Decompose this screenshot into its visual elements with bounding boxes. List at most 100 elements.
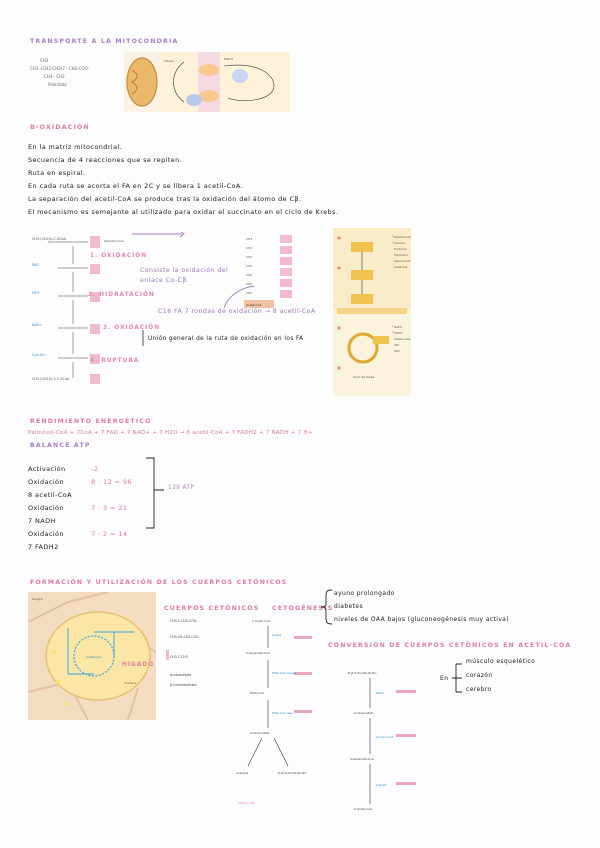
step-rupture: 4. ruptura bbox=[90, 358, 140, 364]
text-line: El mecanismo es semejante al utilizado p… bbox=[28, 208, 339, 216]
text-line: En la matriz mitocondrial. bbox=[28, 143, 123, 151]
svg-text:tiolasa: tiolasa bbox=[272, 633, 282, 637]
svg-text:D-β-hidroxibutirato: D-β-hidroxibutirato bbox=[278, 771, 307, 775]
balance-label: Oxidación bbox=[28, 530, 64, 538]
svg-text:Enoil-CoA: Enoil-CoA bbox=[394, 247, 407, 251]
balance-bracket bbox=[146, 457, 164, 529]
text-line: Secuencia de 4 reacciones que se repiten… bbox=[28, 156, 183, 164]
balance-row: Activación -2 bbox=[28, 456, 132, 473]
step-oxidation-1: 1. oxidación bbox=[90, 253, 148, 259]
atp-total: 129 ATP bbox=[168, 485, 195, 491]
balance-row: Oxidación 8 · 12 = 96 bbox=[28, 469, 132, 486]
svg-text:FAD: FAD bbox=[32, 263, 39, 267]
svg-text:CH3-(CH2)n-2-C-SCoA: CH3-(CH2)n-2-C-SCoA bbox=[32, 377, 70, 381]
balance-row: 7 FADH2 bbox=[28, 534, 132, 551]
curved-arrow bbox=[223, 285, 255, 309]
svg-text:CH3-C-CH3: CH3-C-CH3 bbox=[170, 655, 188, 659]
svg-text:Citosol: Citosol bbox=[164, 59, 174, 63]
svg-text:CH3-CH-CH2-COO-: CH3-CH-CH2-COO- bbox=[170, 635, 200, 639]
ketogenesis-pathway: 2 Acetil-CoA Acetoacetil-CoA HMG-CoA Ace… bbox=[236, 619, 312, 805]
label-cetogenesis: cetogénesis bbox=[272, 605, 334, 612]
section-title-cetonicos: formación y utilización de los cuerpos c… bbox=[30, 579, 288, 586]
svg-text:NAD+: NAD+ bbox=[32, 323, 42, 327]
balance-row: 8 acetil-CoA bbox=[28, 482, 132, 499]
svg-text:2 Acetil-CoA: 2 Acetil-CoA bbox=[252, 619, 271, 623]
svg-text:Hidroxiacil: Hidroxiacil bbox=[394, 253, 408, 257]
balance-row: 7 NADH bbox=[28, 508, 132, 525]
section-title-beta: β-oxidación bbox=[30, 124, 90, 131]
svg-text:CH3: CH3 bbox=[246, 237, 252, 241]
balance-value: -2 bbox=[91, 465, 99, 473]
svg-text:HMG-CoA liasa: HMG-CoA liasa bbox=[272, 711, 293, 715]
svg-text:2 Acetil-CoA: 2 Acetil-CoA bbox=[354, 807, 373, 811]
balance-label: Activación bbox=[28, 465, 66, 473]
formula-line: CH3 - CH2 bbox=[44, 74, 65, 79]
energy-equation: Palmitoil-CoA + 7CoA + 7 FAD + 7 NAD+ + … bbox=[28, 430, 313, 436]
tissue-item: corazón bbox=[466, 672, 493, 679]
note-rounds: C16 FA 7 rondas de oxidación → 8 acetil-… bbox=[158, 308, 316, 315]
svg-text:HMG-CoA: HMG-CoA bbox=[250, 691, 265, 695]
svg-text:CH2: CH2 bbox=[246, 264, 252, 268]
svg-text:Cadena resp.: Cadena resp. bbox=[394, 337, 411, 341]
note-general-route: Unión general de la ruta de oxidación en… bbox=[148, 336, 304, 342]
svg-text:H2O: H2O bbox=[32, 291, 40, 295]
svg-text:β-hidroxibutirato: β-hidroxibutirato bbox=[170, 683, 197, 687]
balance-value: 7 · 2 = 14 bbox=[91, 530, 128, 538]
tissue-prefix: En bbox=[440, 675, 449, 682]
svg-text:CoA-SH: CoA-SH bbox=[376, 783, 386, 787]
svg-text:NADH: NADH bbox=[394, 325, 402, 329]
balance-label: Oxidación bbox=[28, 504, 64, 512]
balance-value: 8 · 12 = 96 bbox=[91, 478, 132, 486]
bracket-mark bbox=[142, 330, 144, 346]
condition-item: diabetes bbox=[334, 603, 364, 610]
svg-text:Acetoacetato: Acetoacetato bbox=[354, 711, 374, 715]
atp-balance-list: Activación -2 Oxidación 8 · 12 = 96 8 ac… bbox=[28, 456, 132, 551]
svg-text:Acetoacetil-CoA: Acetoacetil-CoA bbox=[246, 651, 271, 655]
oxidation-pathway-figure: Ciclo de Krebs bbox=[333, 228, 411, 396]
svg-text:D-β-hidroxibutirato: D-β-hidroxibutirato bbox=[348, 671, 377, 675]
section-title-rendimiento: rendimiento energético bbox=[30, 418, 152, 425]
beta-oxidation-reaction-diagram: CH3-(CH2)n-C-SCoA FAD H2O NAD+ CoA-SH CH… bbox=[32, 236, 125, 384]
svg-text:Acetil-CoA: Acetil-CoA bbox=[86, 655, 102, 659]
conversion-title: conversión de cuerpos cetónicos en aceti… bbox=[328, 642, 572, 649]
svg-text:NAD+: NAD+ bbox=[376, 691, 385, 695]
svg-text:HMG-CoA sintasa: HMG-CoA sintasa bbox=[272, 671, 296, 675]
balance-value: 7 · 3 = 21 bbox=[91, 504, 128, 512]
formula-line: CH3 bbox=[40, 58, 49, 63]
beta-description: En la matriz mitocondrial. Secuencia de … bbox=[28, 143, 338, 221]
palmitate-formula: CH3 CH3 -(CH2-CH2)7 - CH2-COO- CH3 - CH2… bbox=[30, 58, 89, 87]
svg-text:CH3-C-CH3: CH3-C-CH3 bbox=[238, 801, 255, 805]
text-line: La separación del acetil-CoA se produce … bbox=[28, 195, 302, 203]
svg-text:Palmitoil-CoA: Palmitoil-CoA bbox=[394, 235, 411, 239]
ketone-bodies-structures: CH3-C-CH2-COO- CH3-CH-CH2-COO- CH3-C-CH3… bbox=[166, 619, 200, 687]
svg-text:H2O: H2O bbox=[394, 349, 400, 353]
condition-item: niveles de OAA bajos (gluconeogénesis mu… bbox=[334, 616, 510, 623]
svg-text:CoA-SH: CoA-SH bbox=[32, 353, 45, 357]
balance-row: Oxidación 7 · 3 = 21 bbox=[28, 495, 132, 512]
text-line: En cada ruta se acorta el FA en 2C y se … bbox=[28, 182, 244, 190]
mitochondrion-shape bbox=[126, 57, 158, 107]
svg-text:Sangre: Sangre bbox=[32, 597, 43, 601]
svg-text:Matriz: Matriz bbox=[224, 57, 234, 61]
text-line: Ruta en espiral. bbox=[28, 169, 86, 177]
svg-text:CH2: CH2 bbox=[246, 255, 252, 259]
svg-text:CH2: CH2 bbox=[246, 291, 252, 295]
svg-text:Cetoacil-CoA: Cetoacil-CoA bbox=[394, 259, 411, 263]
tissue-list: músculo esquelético corazón cerebro bbox=[466, 658, 535, 700]
svg-text:Succinil-CoA: Succinil-CoA bbox=[376, 735, 393, 739]
formula-line: Palmitato bbox=[48, 82, 67, 87]
svg-text:FADH2: FADH2 bbox=[394, 331, 403, 335]
svg-text:Acil-CoA: Acil-CoA bbox=[394, 241, 405, 245]
svg-text:CH3-C-CH2-COO-: CH3-C-CH2-COO- bbox=[170, 619, 197, 623]
pathway-legend: Palmitoil-CoA Acil-CoA Enoil-CoA Hidroxiac… bbox=[392, 235, 411, 353]
balance-label: 7 FADH2 bbox=[28, 543, 59, 551]
condition-item: ayuno prolongado bbox=[334, 590, 395, 597]
step-oxidation-3: 3. oxidación bbox=[103, 325, 161, 331]
tissue-item: músculo esquelético bbox=[466, 658, 536, 665]
tissue-item: cerebro bbox=[466, 686, 492, 693]
note-oxidation-bond: Consiste la oxidación del enlace Cα-Cβ bbox=[140, 267, 229, 284]
svg-text:Acetoacetato: Acetoacetato bbox=[250, 731, 270, 735]
label-cuerpos-cetonicos: cuerpos cetónicos bbox=[164, 605, 260, 612]
svg-text:Palmitoil-CoA: Palmitoil-CoA bbox=[104, 239, 125, 243]
conditions-bracket bbox=[320, 589, 333, 625]
